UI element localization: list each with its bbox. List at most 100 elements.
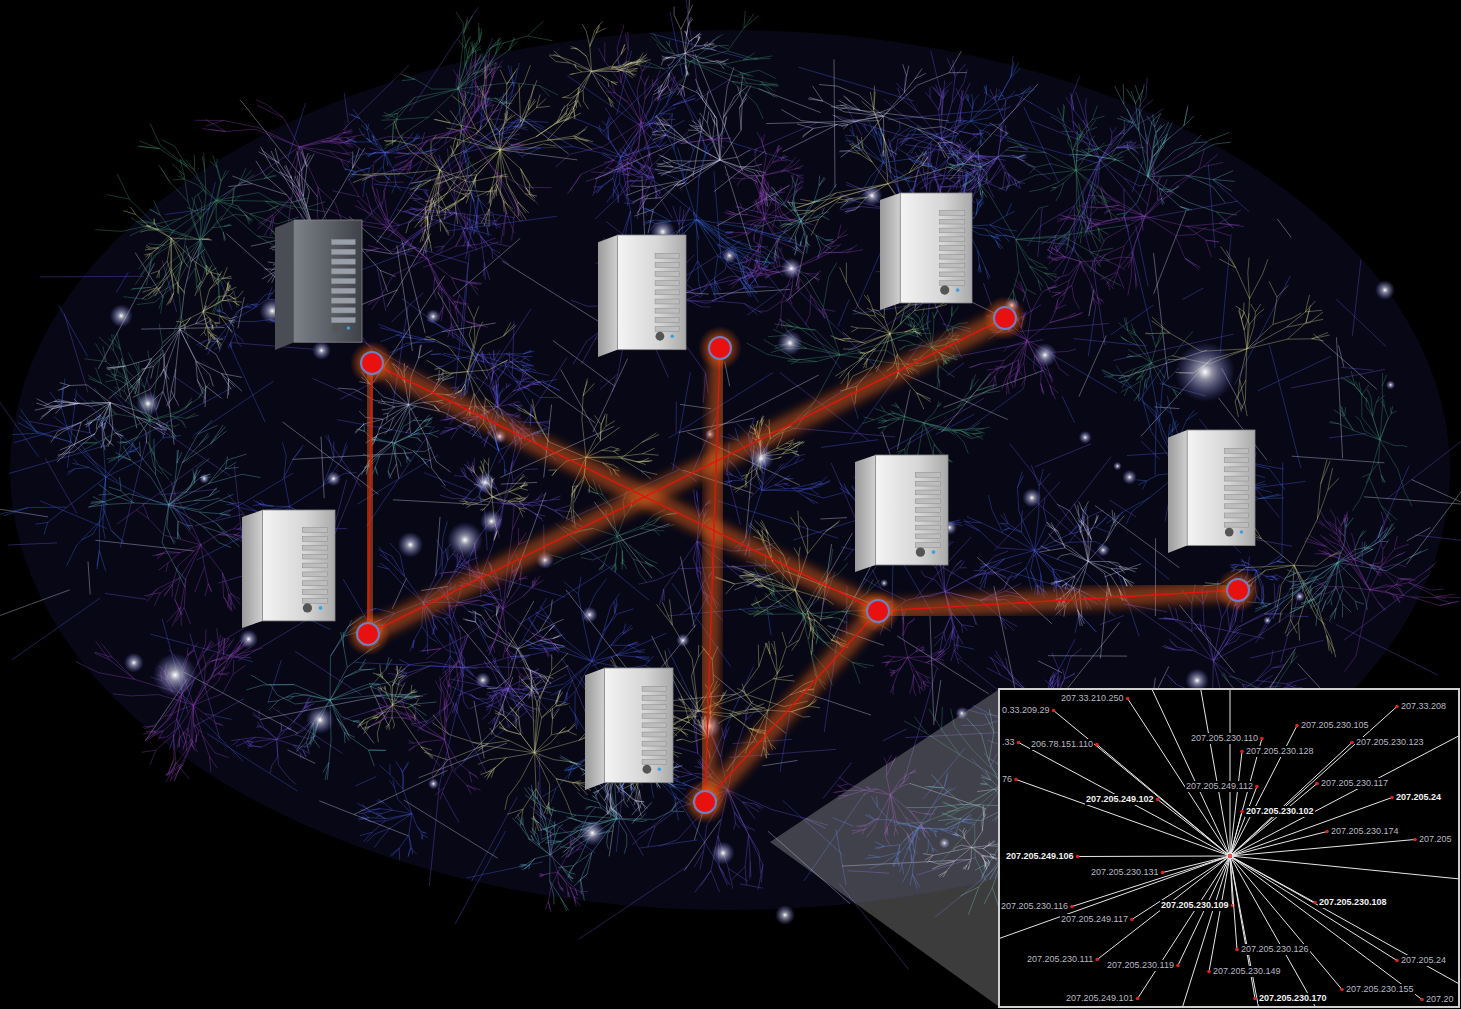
server-side (598, 235, 617, 357)
server-button (1225, 528, 1234, 537)
ip-dot (1395, 705, 1399, 709)
ip-dot (1126, 697, 1130, 701)
server-slot (1224, 504, 1248, 509)
map-star (474, 472, 495, 493)
map-star (199, 474, 209, 484)
server-slot (940, 281, 965, 286)
server-slot (940, 237, 965, 242)
ip-dot (1240, 750, 1244, 754)
server-led (671, 335, 675, 339)
map-star (582, 607, 598, 623)
ip-address: 207.205.24 (1395, 792, 1442, 803)
ip-dot (1070, 905, 1074, 909)
server-slot (940, 254, 965, 259)
ip-dot (1156, 798, 1160, 802)
server-slot (302, 572, 327, 577)
dot-glow (346, 612, 390, 656)
ip-dot (1255, 785, 1259, 789)
map-star (711, 842, 734, 865)
map-star (480, 510, 503, 533)
ip-dot (1095, 743, 1099, 747)
link-glow (705, 348, 720, 802)
map-star (1375, 280, 1395, 300)
ip-address: 207.205.230.116 (1000, 901, 1069, 912)
server-slot (302, 590, 327, 595)
server-front (900, 193, 972, 303)
map-star (781, 258, 802, 279)
server-slot (1224, 458, 1248, 463)
server-slot (655, 281, 679, 286)
ip-address: 207.205.230.117 (1320, 778, 1389, 789)
link-line (368, 318, 1005, 634)
ip-dot (1176, 964, 1180, 968)
server-slot (940, 228, 965, 233)
server-slot (655, 327, 679, 332)
map-star (1033, 343, 1057, 367)
server-slot (642, 750, 666, 755)
ip-address: 207.205.230.119 (1106, 960, 1175, 971)
zoom-wedge (770, 690, 998, 1006)
ray-line (1078, 856, 1230, 858)
ip-dot (1253, 997, 1257, 1001)
server-button (656, 332, 665, 341)
map-star (239, 629, 258, 648)
server-button (916, 547, 925, 556)
ray-line (1230, 787, 1257, 857)
server-side (242, 510, 262, 628)
ip-address: 207.205.230.174 (1330, 826, 1400, 837)
link-line (878, 590, 1238, 611)
ip-address: 207.205.230.111 (1026, 954, 1094, 965)
ip-address: 207.205.249.101 (1065, 993, 1135, 1004)
map-star (124, 653, 144, 673)
server-slot (1224, 513, 1248, 518)
map-star (398, 532, 424, 558)
server-slot (915, 481, 940, 486)
server-side (855, 455, 875, 572)
ip-address: 207.205.249.106 (1005, 851, 1075, 862)
ip-address: 207.205.230.149 (1212, 966, 1282, 977)
link-glow (368, 318, 1005, 634)
ip-dot (1161, 871, 1165, 875)
map-star (426, 309, 441, 324)
network-dot (694, 791, 716, 813)
ip-address: 207.205.24 (1400, 955, 1447, 966)
ip-dot (1413, 838, 1417, 842)
ip-address: 207.205.230.155 (1345, 984, 1415, 995)
ip-address: 207.205.230.108 (1318, 897, 1388, 908)
ip-dot (1325, 830, 1329, 834)
server-slot (655, 253, 679, 258)
map-star (775, 905, 795, 925)
server-slot (915, 473, 940, 478)
map-star (326, 471, 341, 486)
link-glow (705, 611, 878, 802)
map-star (428, 778, 439, 789)
ray-line (1230, 690, 1231, 856)
ray-line (1072, 856, 1230, 907)
ip-dot (1390, 796, 1394, 800)
server-led (932, 550, 936, 554)
server-slot (1224, 522, 1248, 527)
ip-dot (1095, 958, 1099, 962)
map-star (1122, 470, 1137, 485)
link-line (705, 611, 878, 802)
ray-line (1019, 743, 1230, 857)
server-slot (915, 534, 940, 539)
server-slot (302, 581, 327, 586)
server-side (880, 193, 900, 310)
ray-line (1230, 812, 1242, 857)
dot-glow (350, 341, 394, 385)
ray-line (1230, 856, 1320, 1006)
ray-line (1230, 730, 1458, 856)
ip-address: 207.205.249.112 (1185, 781, 1254, 792)
map-star (1295, 591, 1306, 602)
server-slot (331, 269, 355, 274)
server-front (1187, 430, 1255, 546)
link-line (705, 348, 720, 802)
link-glow (372, 363, 878, 611)
link-line (372, 363, 878, 611)
map-star (312, 341, 331, 360)
server-slot (1224, 495, 1248, 500)
map-star (1386, 380, 1395, 389)
server-slot (915, 543, 940, 548)
